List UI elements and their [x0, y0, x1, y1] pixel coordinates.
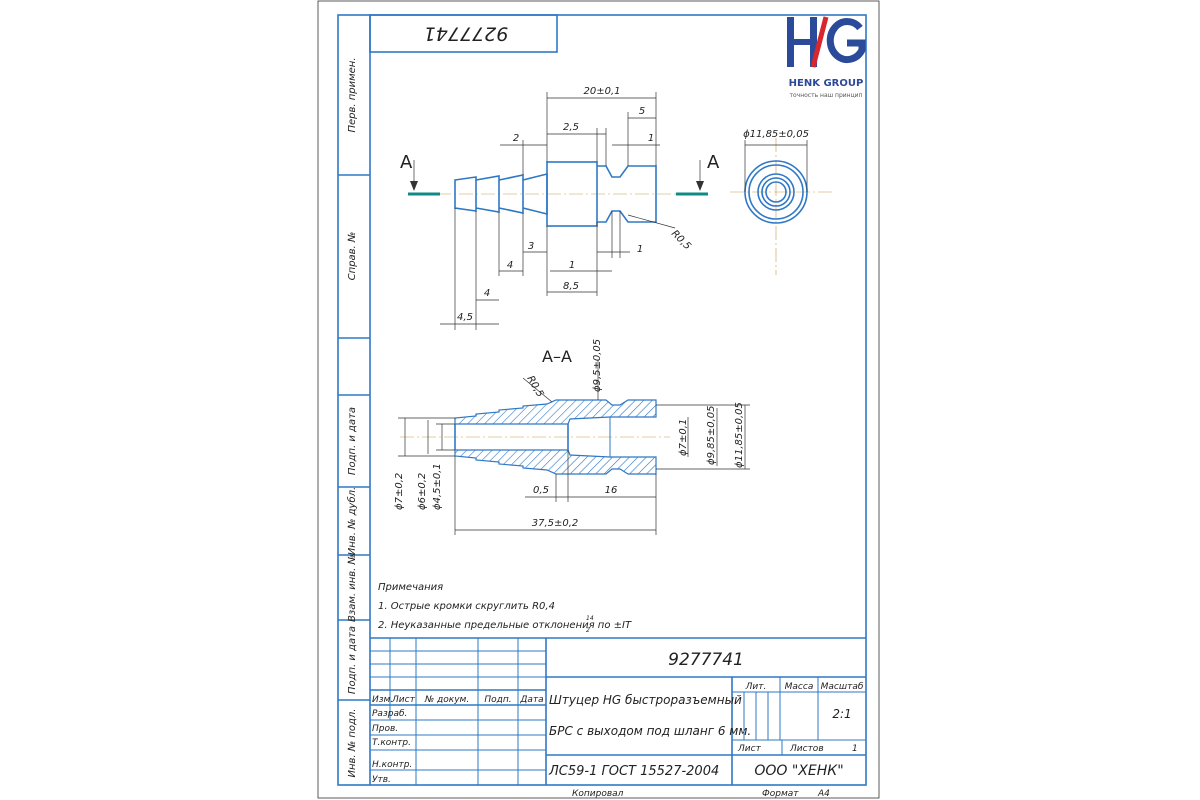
scale-value: 2:1 — [832, 707, 851, 721]
role-nkontr: Н.контр. — [372, 760, 412, 770]
col-massa: Масса — [785, 682, 814, 692]
dim-1-bottom: 1 — [569, 260, 575, 271]
dim-2-5: 2,5 — [563, 122, 579, 133]
dim-7-0-1: ϕ7±0,1 — [678, 419, 689, 456]
role-tkontr: Т.контр. — [372, 738, 411, 748]
title-drawing-number: 9277741 — [668, 650, 744, 670]
title-company: ООО "ХЕНК" — [754, 763, 843, 779]
note-2: 2. Неуказанные предельные отклонения по … — [378, 620, 632, 631]
dim-11-85: ϕ11,85±0,05 — [734, 402, 745, 468]
header-izm: Изм. — [372, 695, 393, 705]
dim-r05-top: R0,5 — [669, 228, 693, 252]
section-label: А–А — [542, 347, 572, 366]
doc-number-box: 9277741 — [369, 14, 558, 53]
header-data: Дата — [519, 695, 543, 705]
col-lit: Лит. — [745, 682, 767, 692]
dim-circle-diameter: ϕ11,85±0,05 — [743, 129, 809, 140]
title-material: ЛС59-1 ГОСТ 15527-2004 — [548, 764, 719, 779]
side-label-podp2: Подп. и дата — [347, 626, 358, 694]
doc-number-rotated: 9277741 — [424, 23, 509, 45]
note-2-subscript: 2 — [586, 627, 590, 634]
dim-6-0-2: ϕ6±0,2 — [417, 473, 428, 510]
note-2-superscript: 14 — [586, 615, 594, 622]
col-masshtab: Масштаб — [821, 682, 864, 692]
title-left-grid — [370, 638, 546, 785]
side-label-podp1: Подп. и дата — [347, 407, 358, 475]
dim-0-5: 0,5 — [533, 485, 549, 496]
sheet-label: Лист — [737, 744, 762, 754]
title-block: Изм. Лист № докум. Подп. Дата Разраб. Пр… — [370, 637, 866, 785]
logo-slogan: точность наш принцип — [790, 92, 863, 99]
note-1: 1. Острые кромки скруглить R0,4 — [378, 601, 555, 612]
dim-20: 20±0,1 — [583, 86, 620, 97]
drawing-frame — [337, 14, 867, 786]
cut-letter-right: А — [707, 152, 720, 173]
dim-4-inner: 4 — [507, 260, 513, 271]
notes: Примечания 1. Острые кромки скруглить R0… — [378, 582, 632, 634]
page-border — [317, 0, 880, 799]
dim-16: 16 — [605, 485, 618, 496]
dim-9-85: ϕ9,85±0,05 — [706, 405, 717, 465]
footer-copied: Копировал — [572, 789, 624, 799]
dim-3: 3 — [528, 241, 534, 252]
title-name-line2: БРС с выходом под шланг 6 мм. — [549, 724, 751, 738]
side-label-sprav: Справ. № — [347, 232, 358, 281]
dim-2: 2 — [513, 133, 519, 144]
dim-9-5: ϕ9,5±0,05 — [592, 339, 603, 392]
end-view: ϕ11,85±0,05 — [730, 129, 835, 275]
dim-7-0-2: ϕ7±0,2 — [394, 473, 405, 510]
header-podp: Подп. — [484, 695, 511, 705]
header-dokum: № докум. — [424, 695, 469, 705]
dim-4-outer: 4 — [484, 288, 490, 299]
dim-5: 5 — [639, 106, 645, 117]
dim-1-bottom-right: 1 — [637, 244, 643, 255]
side-label-dubl: Инв. № дубл. — [346, 487, 358, 555]
role-utv: Утв. — [372, 775, 391, 785]
sheets-label: Листов — [789, 744, 824, 754]
dim-8-5: 8,5 — [563, 281, 579, 292]
role-prov: Пров. — [372, 724, 398, 734]
header-list: Лист — [391, 695, 416, 705]
footer-format-value: А4 — [817, 789, 830, 799]
side-label-perv: Перв. примен. — [347, 57, 358, 132]
sheets-value: 1 — [852, 744, 858, 754]
side-label-podl: Инв. № подл. — [347, 709, 358, 778]
dim-r05-section: R0,5 — [524, 374, 545, 399]
dim-4-5: 4,5 — [457, 312, 473, 323]
dim-37-5: 37,5±0,2 — [532, 518, 579, 529]
dim-1-top: 1 — [648, 133, 654, 144]
top-view: А А 20±0,1 5 2 2,5 1 R0,5 3 — [400, 86, 720, 330]
dim-4-5-0-1: ϕ4,5±0,1 — [432, 463, 443, 510]
hg-logo: HENK GROUP точность наш принцип — [787, 16, 866, 99]
logo-company: HENK GROUP — [789, 78, 864, 89]
footer-format-label: Формат — [762, 789, 799, 799]
role-razrab: Разраб. — [372, 709, 407, 719]
side-strip: Перв. примен. Справ. № Подп. и дата Инв.… — [338, 57, 370, 778]
notes-title: Примечания — [378, 582, 443, 593]
cut-letter-left: А — [400, 152, 413, 173]
section-view: А–А R0,5 ϕ9,5±0,05 ϕ7±0,1 ϕ9,85±0,05 ϕ11… — [394, 339, 750, 535]
side-label-vzam: Взам. инв. № — [347, 554, 358, 622]
title-name-line1: Штуцер HG быстроразъемный — [549, 693, 742, 707]
